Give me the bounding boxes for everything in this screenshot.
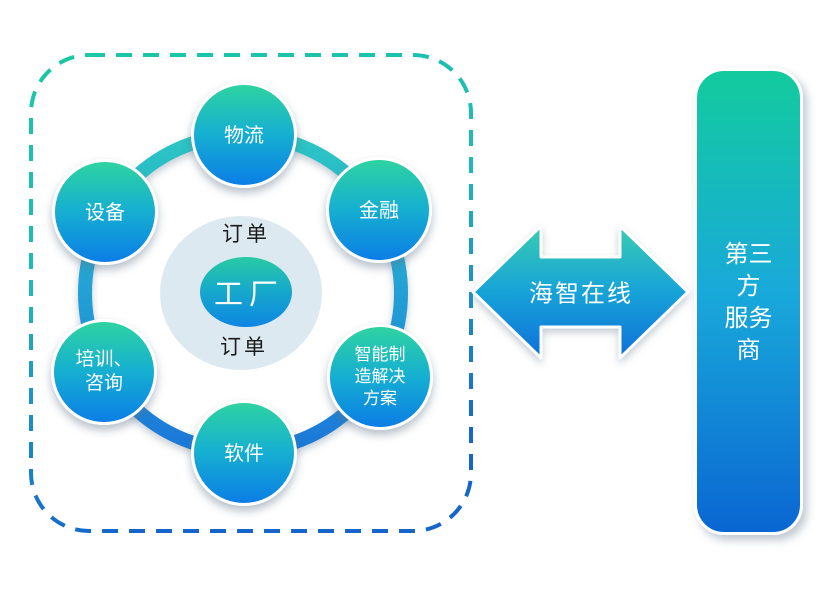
dashed-boundary-box <box>29 53 473 533</box>
node-logistics: 物流 <box>191 82 297 188</box>
node-smart-manufacturing-solutions: 智能制 造解决 方案 <box>327 324 433 430</box>
node-equipment: 设备 <box>52 159 158 265</box>
node-training-consulting: 培训、 咨询 <box>51 319 157 425</box>
connector-label: 海智在线 <box>529 279 633 308</box>
provider-bar-label: 第三方 服务商 <box>724 239 773 364</box>
third-party-provider-bar: 第三方 服务商 <box>694 68 803 535</box>
node-finance: 金融 <box>326 157 432 263</box>
hub-factory: 工厂 <box>200 257 292 327</box>
order-label-bottom: 订单 <box>220 335 268 359</box>
node-software: 软件 <box>191 400 297 506</box>
order-label-top: 订单 <box>222 222 270 246</box>
double-arrow <box>471 224 690 360</box>
